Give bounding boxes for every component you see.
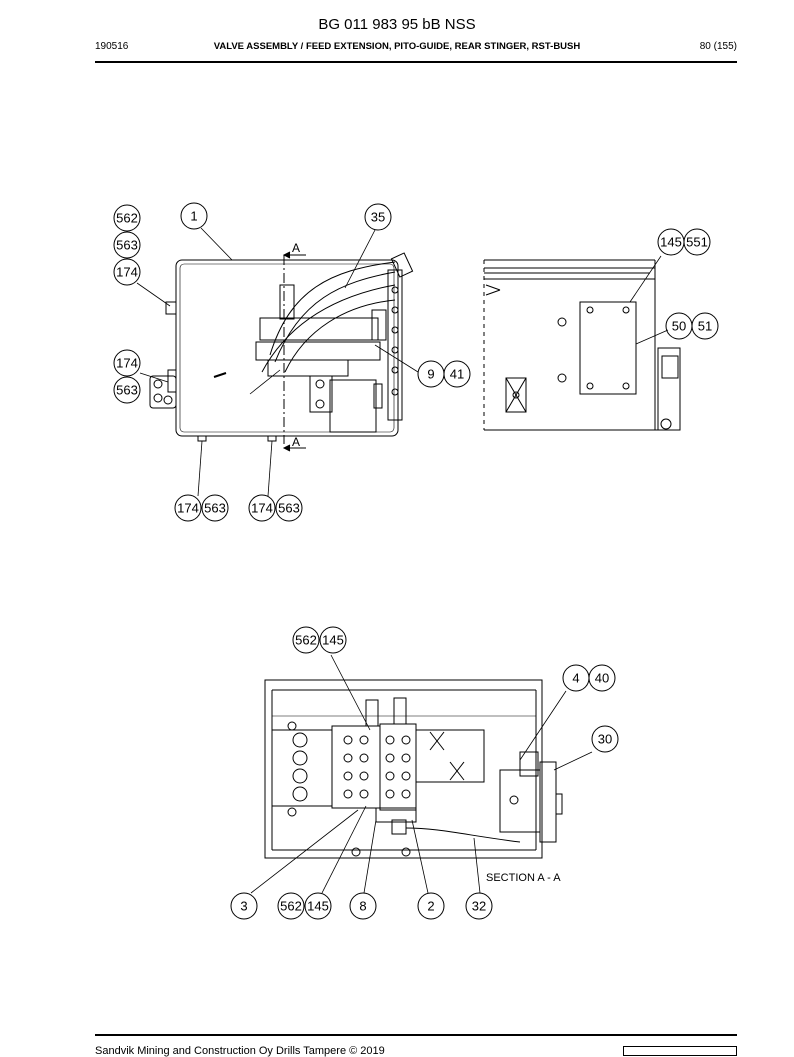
balloon-30: 30 bbox=[598, 732, 612, 747]
footer-company: Sandvik Mining and Construction Oy Drill… bbox=[95, 1045, 385, 1057]
balloon-562: 562 bbox=[116, 211, 138, 226]
balloon-50: 50 bbox=[672, 319, 686, 334]
top-left-view bbox=[149, 251, 414, 452]
page-number: 80 (155) bbox=[699, 41, 737, 52]
balloon-145: 145 bbox=[322, 633, 344, 648]
section-label: SECTION A - A bbox=[486, 872, 561, 884]
balloon-563: 563 bbox=[278, 501, 300, 516]
balloon-145: 145 bbox=[660, 235, 682, 250]
doc-number: BG 011 983 95 bB NSS bbox=[318, 16, 476, 33]
balloon-562: 562 bbox=[280, 899, 302, 914]
balloon-563: 563 bbox=[116, 383, 138, 398]
balloon-562: 562 bbox=[295, 633, 317, 648]
balloon-4: 4 bbox=[572, 671, 579, 686]
balloon-563: 563 bbox=[204, 501, 226, 516]
balloon-40: 40 bbox=[595, 671, 609, 686]
balloon-1: 1 bbox=[190, 209, 197, 224]
balloon-41: 41 bbox=[450, 367, 464, 382]
balloon-2: 2 bbox=[427, 899, 434, 914]
header-rule bbox=[95, 61, 737, 63]
balloon-551: 551 bbox=[686, 235, 708, 250]
balloon-174: 174 bbox=[116, 356, 138, 371]
balloon-3: 3 bbox=[240, 899, 247, 914]
balloon-174: 174 bbox=[251, 501, 273, 516]
top-right-view bbox=[483, 259, 681, 431]
balloon-174: 174 bbox=[116, 265, 138, 280]
balloon-563: 563 bbox=[116, 238, 138, 253]
balloon-32: 32 bbox=[472, 899, 486, 914]
footer-rule bbox=[95, 1034, 737, 1036]
date-code: 190516 bbox=[95, 41, 129, 52]
balloon-8: 8 bbox=[359, 899, 366, 914]
balloon-145: 145 bbox=[307, 899, 329, 914]
sandvik-logo bbox=[623, 1046, 737, 1056]
balloons bbox=[113, 202, 719, 920]
leader-lines bbox=[136, 227, 669, 894]
balloon-labels: 562 563 174 1 35 145 551 50 51 174 563 9… bbox=[116, 209, 712, 914]
balloon-51: 51 bbox=[698, 319, 712, 334]
balloon-35: 35 bbox=[371, 210, 385, 225]
section-marker-bottom: A bbox=[292, 435, 300, 449]
balloon-174: 174 bbox=[177, 501, 199, 516]
section-aa-view bbox=[264, 679, 563, 859]
page-title: VALVE ASSEMBLY / FEED EXTENSION, PITO-GU… bbox=[213, 41, 581, 52]
balloon-9: 9 bbox=[427, 367, 434, 382]
section-marker-top: A bbox=[292, 241, 300, 255]
